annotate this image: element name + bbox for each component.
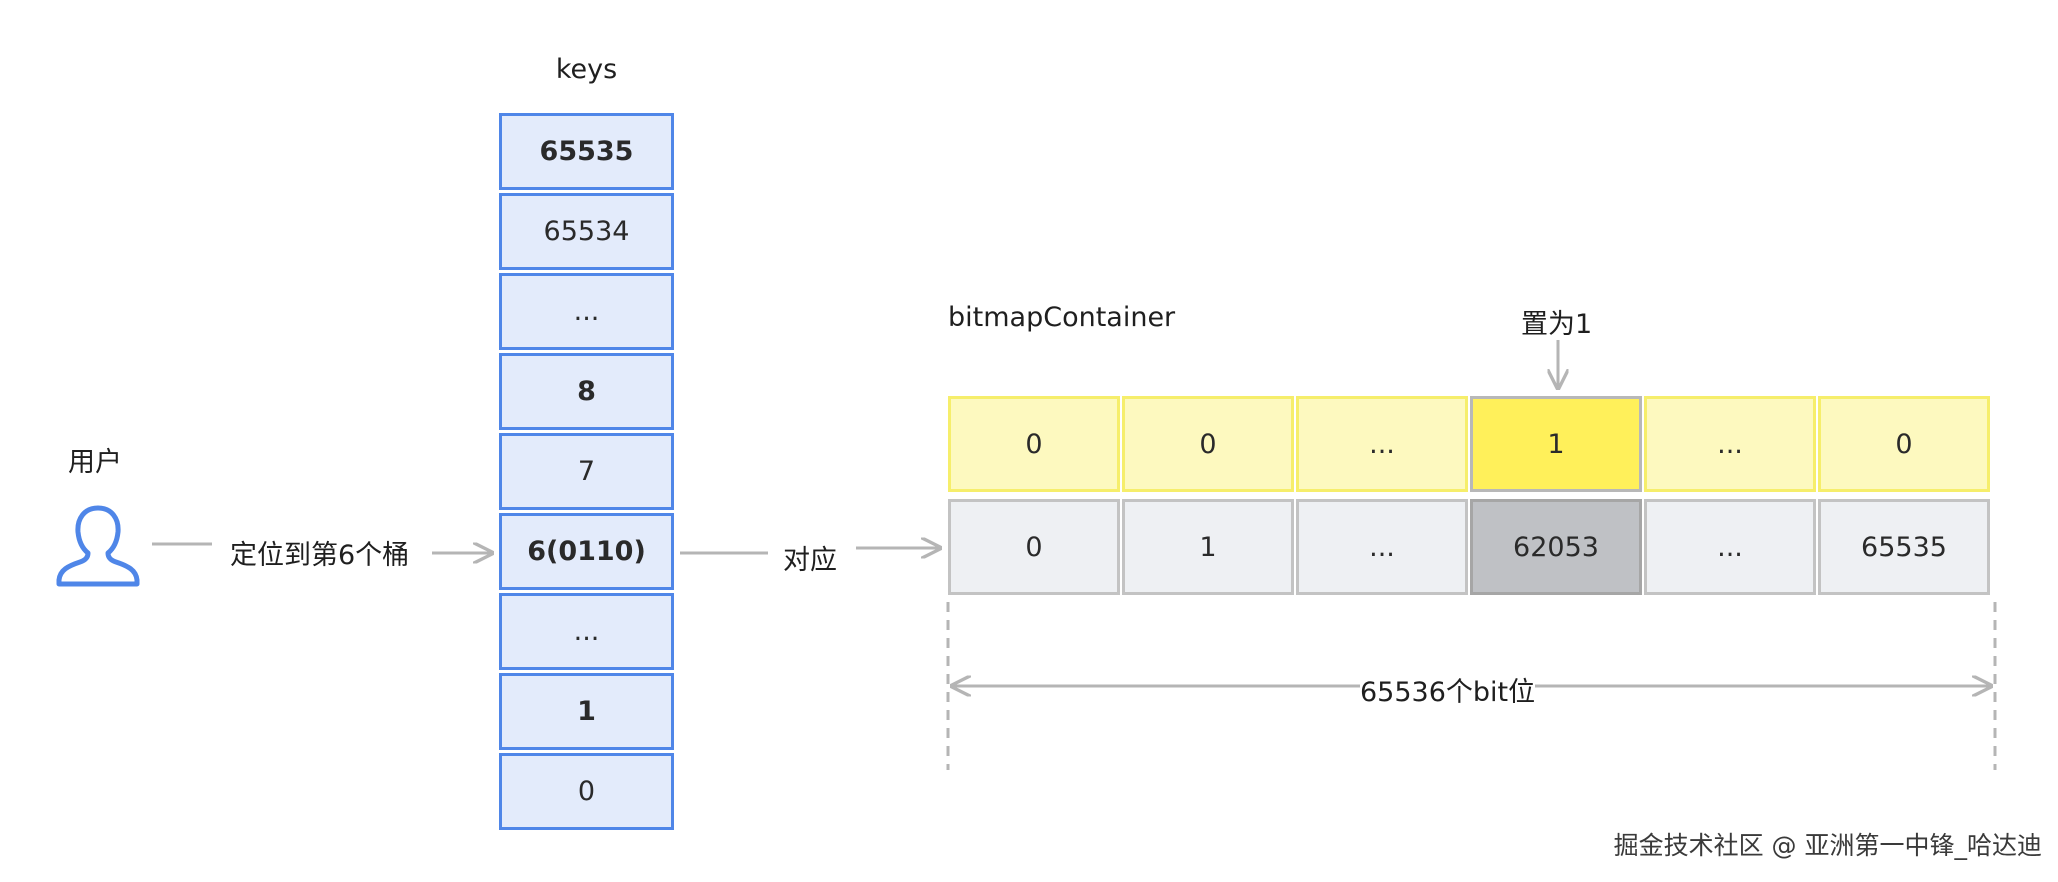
bit-index-cell: ... xyxy=(1296,499,1468,595)
bit-index-cell: 1 xyxy=(1122,499,1294,595)
key-bucket-cell: 6(0110) xyxy=(499,513,674,590)
bit-value-cell: 0 xyxy=(948,396,1120,492)
set-to-one-label: 置为1 xyxy=(1521,309,1593,340)
key-bucket-cell: ... xyxy=(499,273,674,350)
watermark: 掘金技术社区 @ 亚洲第一中锋_哈达迪 xyxy=(1613,831,2042,860)
key-bucket-cell: 7 xyxy=(499,433,674,510)
span-label: 65536个bit位 xyxy=(1360,677,1536,708)
bit-index-cell-target: 62053 xyxy=(1470,499,1642,595)
bit-index-cell: 0 xyxy=(948,499,1120,595)
key-bucket-cell: 8 xyxy=(499,353,674,430)
key-bucket-cell: 1 xyxy=(499,673,674,750)
bit-value-cell: 0 xyxy=(1818,396,1990,492)
keys-title: keys xyxy=(555,54,618,85)
user-outline-icon xyxy=(56,505,140,587)
bit-value-cell: 0 xyxy=(1122,396,1294,492)
bit-value-cell-set: 1 xyxy=(1470,396,1642,492)
correspond-label: 对应 xyxy=(783,545,837,576)
bit-index-cell: 65535 xyxy=(1818,499,1990,595)
key-bucket-cell: 65534 xyxy=(499,193,674,270)
locate-label: 定位到第6个桶 xyxy=(230,540,410,571)
bit-index-cell: ... xyxy=(1644,499,1816,595)
key-bucket-cell: ... xyxy=(499,593,674,670)
user-label: 用户 xyxy=(68,447,122,478)
key-bucket-cell: 0 xyxy=(499,753,674,830)
bitmap-title: bitmapContainer xyxy=(948,302,1176,333)
bit-value-cell: ... xyxy=(1296,396,1468,492)
key-bucket-cell: 65535 xyxy=(499,113,674,190)
bit-value-cell: ... xyxy=(1644,396,1816,492)
